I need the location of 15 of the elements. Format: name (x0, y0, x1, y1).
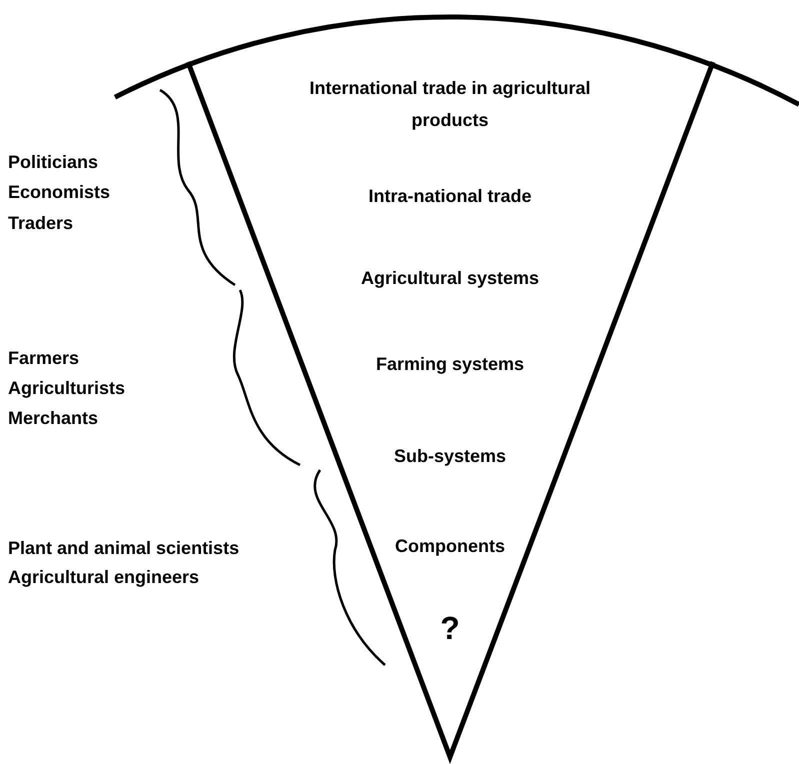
level-label: International trade in agricultural products (308, 77, 592, 132)
role-label: Politicians (8, 151, 98, 174)
role-label: Economists (8, 181, 110, 204)
role-label: Merchants (8, 407, 98, 430)
level-label: Components (395, 535, 505, 558)
level-label: Intra-national trade (368, 185, 532, 208)
level-label: Sub-systems (394, 445, 506, 468)
role-label: Traders (8, 212, 74, 235)
level-label: Farming systems (376, 353, 524, 376)
role-label: Agricultural engineers (8, 566, 200, 589)
level-label: Agricultural systems (360, 267, 540, 290)
role-label: Agriculturists (8, 377, 126, 400)
role-label: Farmers (8, 347, 80, 370)
role-label: Plant and animal scientists (8, 537, 240, 560)
level-label: ? (440, 612, 460, 644)
